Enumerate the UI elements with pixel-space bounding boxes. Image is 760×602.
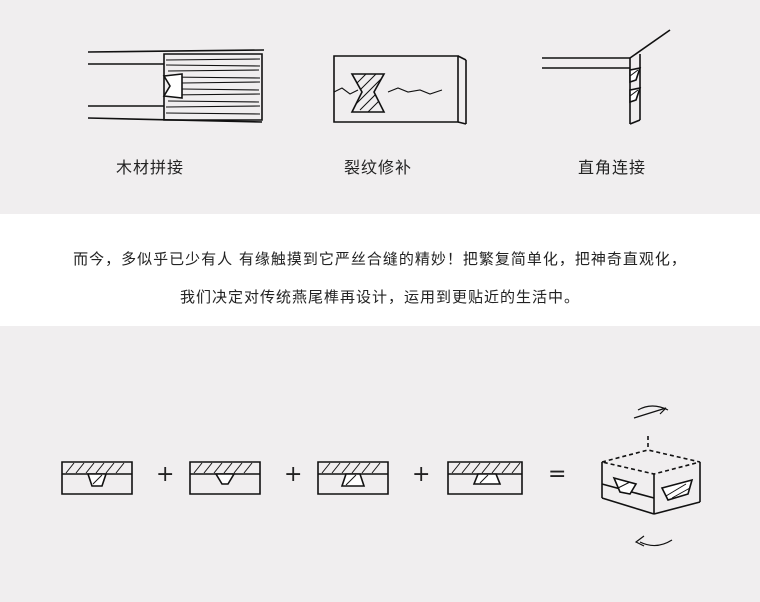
right-angle-joint-sketch bbox=[540, 28, 674, 132]
description-band: 而今，多似乎已少有人 有缘触摸到它严丝合缝的精妙！把繁复简单化，把神奇直观化， … bbox=[0, 214, 760, 326]
equals-operator: = bbox=[548, 462, 566, 487]
wood-splice-sketch bbox=[86, 44, 266, 132]
caption-crack-repair: 裂纹修补 bbox=[344, 154, 412, 178]
description-line-1: 而今，多似乎已少有人 有缘触摸到它严丝合缝的精妙！把繁复简单化，把神奇直观化， bbox=[0, 248, 760, 269]
caption-wood-splice: 木材拼接 bbox=[116, 154, 184, 178]
description-line-2: 我们决定对传统燕尾榫再设计，运用到更贴近的生活中。 bbox=[0, 286, 760, 307]
plus-operator-2: + bbox=[284, 462, 302, 487]
block-piece-1 bbox=[60, 460, 134, 498]
top-illustration-band: 木材拼接 裂纹修补 bbox=[0, 0, 760, 214]
plus-operator-1: + bbox=[156, 462, 174, 487]
crack-repair-sketch bbox=[330, 52, 470, 128]
block-piece-4 bbox=[446, 460, 524, 498]
block-piece-2 bbox=[188, 460, 262, 498]
assembled-cube-sketch bbox=[596, 402, 708, 552]
caption-right-angle-joint: 直角连接 bbox=[578, 154, 646, 178]
plus-operator-3: + bbox=[412, 462, 430, 487]
block-piece-3 bbox=[316, 460, 390, 498]
bottom-illustration-band: + + + = bbox=[0, 326, 760, 602]
